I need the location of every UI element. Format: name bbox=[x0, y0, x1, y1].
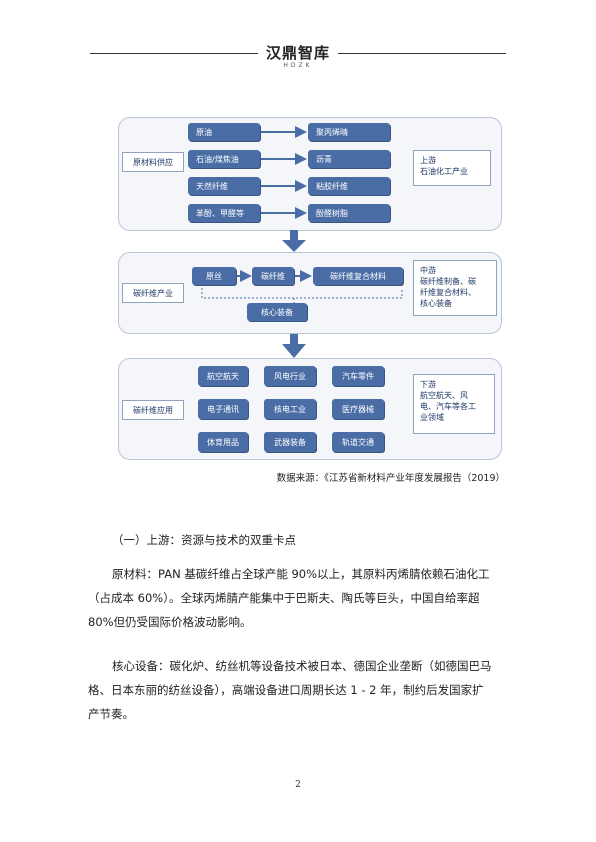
paragraph-core-equipment: 核心设备：碳化炉、纺丝机等设备技术被日本、德国企业垄断（如德国巴马 格、日本东丽… bbox=[88, 654, 508, 726]
down-item-3: 汽车零件 bbox=[332, 366, 384, 386]
mid-node-composite: 碳纤维复合材料 bbox=[313, 267, 403, 285]
upstream-output-3: 粘胶纤维 bbox=[308, 177, 390, 195]
header-rule-right bbox=[338, 53, 506, 54]
upstream-output-4: 酚醛树脂 bbox=[308, 204, 390, 222]
section-heading: （一）上游：资源与技术的双重卡点 bbox=[112, 533, 296, 547]
down-item-2: 风电行业 bbox=[264, 366, 316, 386]
p1-line-1: 原材料：PAN 基碳纤维占全球产能 90%以上，其原料丙烯腈依赖石油化工 bbox=[112, 567, 490, 581]
upstream-output-2: 沥青 bbox=[308, 150, 390, 168]
upstream-input-1: 原油 bbox=[188, 123, 260, 141]
down-item-7: 体育用品 bbox=[198, 432, 248, 452]
down-item-1: 航空航天 bbox=[198, 366, 248, 386]
industry-chain-diagram: 原材料供应 原油 石油/煤焦油 天然纤维 苯酚、甲醛等 聚丙烯晴 沥青 粘胶纤维… bbox=[110, 112, 506, 462]
mid-node-equipment: 核心装备 bbox=[247, 303, 307, 321]
down-arrow-2 bbox=[282, 334, 306, 358]
p2-line-2: 格、日本东丽的纺丝设备），高端设备进口周期长达 1 - 2 年，制约后发国家扩 bbox=[88, 683, 484, 697]
midstream-note: 中游 碳纤维制备、碳 纤维复合材料、 核心装备 bbox=[413, 260, 497, 316]
upstream-note: 上游 石油化工产业 bbox=[413, 150, 491, 186]
upstream-input-3: 天然纤维 bbox=[188, 177, 260, 195]
downstream-note: 下游 航空航天、风 电、汽车等各工 业领域 bbox=[413, 374, 495, 434]
down-item-5: 核电工业 bbox=[264, 399, 316, 419]
p2-line-3: 产节奏。 bbox=[88, 707, 134, 721]
header-rule-left bbox=[90, 53, 258, 54]
upstream-input-4: 苯酚、甲醛等 bbox=[188, 204, 260, 222]
mid-node-precursor: 原丝 bbox=[192, 267, 236, 285]
down-arrow-1 bbox=[282, 230, 306, 252]
upstream-output-1: 聚丙烯晴 bbox=[308, 123, 390, 141]
mid-node-carbon-fiber: 碳纤维 bbox=[252, 267, 294, 285]
down-item-4: 电子通讯 bbox=[198, 399, 248, 419]
dashed-link bbox=[201, 288, 403, 299]
figure-source: 数据来源：《江苏省新材料产业年度发展报告（2019） bbox=[276, 473, 505, 484]
page-number: 2 bbox=[295, 780, 301, 790]
p1-line-3: 80%但仍受国际价格波动影响。 bbox=[88, 615, 252, 629]
brand-logo-text: 汉鼎智库 bbox=[265, 44, 330, 62]
downstream-label: 碳纤维应用 bbox=[122, 400, 184, 420]
down-item-8: 武器装备 bbox=[264, 432, 316, 452]
paragraph-raw-materials: 原材料：PAN 基碳纤维占全球产能 90%以上，其原料丙烯腈依赖石油化工 （占成… bbox=[88, 562, 508, 634]
p2-line-1: 核心设备：碳化炉、纺丝机等设备技术被日本、德国企业垄断（如德国巴马 bbox=[112, 659, 492, 673]
midstream-label: 碳纤维产业 bbox=[122, 283, 184, 303]
upstream-input-2: 石油/煤焦油 bbox=[188, 150, 260, 168]
page-header: 汉鼎智库 HDZK bbox=[0, 40, 596, 70]
p1-line-2: （占成本 60%）。全球丙烯腈产能集中于巴斯夫、陶氏等巨头，中国自给率超 bbox=[88, 591, 480, 605]
down-item-9: 轨道交通 bbox=[332, 432, 384, 452]
upstream-label: 原材料供应 bbox=[122, 152, 184, 172]
brand-subtitle: HDZK bbox=[283, 62, 313, 69]
down-item-6: 医疗器械 bbox=[332, 399, 384, 419]
diagram-connectors bbox=[201, 126, 403, 358]
